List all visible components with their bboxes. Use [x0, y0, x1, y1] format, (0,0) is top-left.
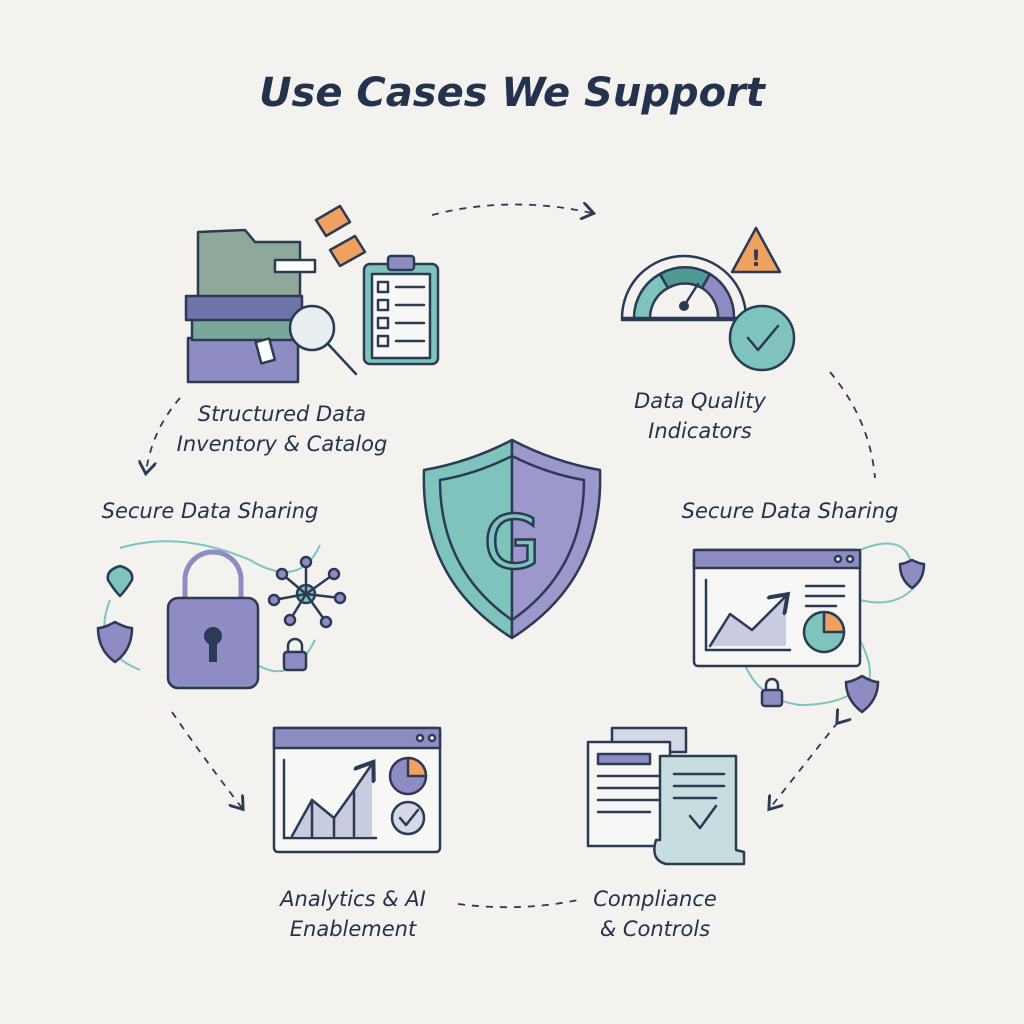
label-analytics-line1: Analytics & AI [278, 887, 426, 911]
label-catalog-line2: Inventory & Catalog [177, 432, 388, 456]
arrow-sharing-to-analytics [171, 711, 242, 808]
arrow-compliance-sharing [770, 722, 838, 808]
label-compliance-line1: Compliance [593, 887, 717, 911]
arrow-catalog-to-quality [431, 204, 592, 215]
analytics-window-icon [272, 726, 442, 854]
label-sharing-left: Secure Data Sharing [102, 499, 319, 523]
gauge-icon: ! [620, 226, 796, 372]
flow-arrows [146, 204, 876, 909]
page-title: Use Cases We Support [259, 70, 767, 116]
arrow-quality-to-sharing [829, 371, 876, 479]
shield-letter: G [483, 500, 540, 586]
arrow-analytics-to-compliance [457, 899, 579, 909]
svg-text:!: ! [751, 247, 761, 272]
label-sharing-right: Secure Data Sharing [682, 499, 899, 523]
arrow-catalog-to-sharing [146, 397, 181, 472]
padlock-network-icon [96, 540, 347, 690]
label-quality-line2: Indicators [648, 419, 752, 443]
shield-icon: G [422, 438, 602, 640]
label-analytics-line2: Enablement [290, 917, 417, 941]
dashboard-window-icon [692, 542, 926, 714]
label-quality-line1: Data Quality [634, 389, 766, 413]
compliance-document-icon [586, 726, 746, 866]
catalog-folder-books-icon [184, 204, 440, 384]
label-compliance-line2: & Controls [600, 917, 710, 941]
label-catalog-line1: Structured Data [198, 402, 366, 426]
